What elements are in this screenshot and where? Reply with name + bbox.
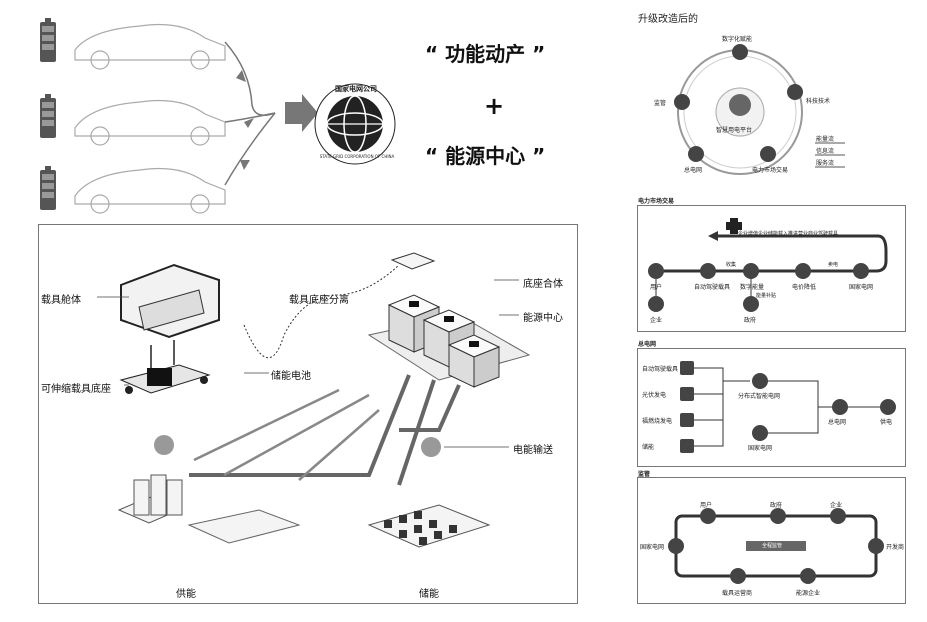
upgrade-ring-diagram: [674, 44, 845, 175]
market-node-grid: 国家电网: [849, 284, 874, 291]
label-storage: 储能: [419, 589, 439, 600]
supervision-top-user: 用户: [700, 502, 713, 509]
label-transmission: 电能输送: [513, 445, 553, 456]
logo-ring-text: STATE GRID CORPORATION OF CHINA: [319, 154, 395, 159]
upgrade-panel: 智慧用电平台 数字化赋能 科技技术 电力市场交易 总电网 监管 能量流 信息流 …: [640, 30, 905, 195]
market-flow-diagram: [648, 218, 888, 312]
market-panel-title: 电力市场交易: [638, 198, 675, 205]
energy-flow-illustration: [97, 252, 531, 548]
slogan-line2: “ 能源中心 ”: [425, 144, 546, 168]
supervision-bottom-energy: 能源企业: [796, 590, 821, 597]
grid-mid-national: 国家电网: [748, 445, 773, 452]
globe-logo-icon: [314, 83, 396, 165]
logo-top-text: 国家电网公司: [335, 85, 377, 93]
market-edge-subsidy: 能量补贴: [756, 293, 777, 299]
market-node-vehicle: 自动驾驶载具: [694, 284, 731, 291]
market-node-digital: 数字能量: [740, 284, 765, 291]
cars-illustration: [40, 18, 318, 214]
state-grid-logo: 国家电网公司 STATE GRID CORPORATION OF CHINA: [313, 82, 397, 166]
slogan-plus: +: [484, 92, 505, 120]
label-battery: 储能电池: [271, 371, 311, 382]
grid-panel: 自动驾驶载具 光伏发电 福燃烧发电 储能 分布式智能电网 国家电网 总电网 供电: [637, 348, 906, 467]
grid-source-storage: 储能: [642, 444, 655, 451]
upgrade-node-digital: 数字化赋能: [722, 36, 753, 43]
legend-info: 信息流: [816, 148, 835, 155]
label-base: 可伸缩载具底座: [41, 384, 111, 395]
market-panel: 企业增值企业储能载入推进营业商业驾驶载具 用户 自动驾驶载具 数字能量 电价降低…: [637, 205, 906, 332]
market-banner: 企业增值企业储能载入推进营业商业驾驶载具: [738, 231, 839, 237]
supervision-center: 全程监管: [762, 543, 783, 549]
upgrade-panel-title: 升级改造后的: [638, 14, 698, 25]
supervision-bottom-operator: 载具运营商: [722, 590, 753, 597]
slogan-line1: “ 功能动产 ”: [425, 42, 546, 66]
market-node-enterprise: 企业: [650, 317, 663, 324]
label-energy-center: 能源中心: [523, 313, 563, 324]
grid-panel-title: 总电网: [638, 341, 657, 348]
label-combine: 底座合体: [523, 279, 563, 290]
upgrade-node-grid: 总电网: [684, 167, 703, 174]
grid-source-solar: 光伏发电: [642, 392, 667, 399]
supervision-top-gov: 政府: [770, 502, 783, 509]
grid-source-vehicle: 自动驾驶载具: [642, 366, 679, 373]
supervision-panel: 用户 政府 企业 国家电网 开发商 载具运营商 能源企业 全程监管: [637, 477, 906, 604]
main-diagram-panel: 载具舱体 可伸缩载具底座 载具底座分离 储能电池 底座合体 能源中心 电能输送 …: [38, 224, 578, 604]
supervision-panel-title: 监管: [638, 471, 651, 478]
market-node-gov: 政府: [744, 317, 757, 324]
label-separation: 载具底座分离: [289, 295, 349, 306]
supervision-left-grid: 国家电网: [640, 544, 665, 551]
upgrade-node-supervision: 监管: [654, 100, 667, 107]
supervision-diagram: [668, 508, 884, 584]
grid-source-fuel: 福燃烧发电: [642, 418, 673, 425]
grid-right-total: 总电网: [828, 419, 847, 426]
upgrade-node-tech: 科技技术: [806, 98, 831, 105]
label-cabin: 载具舱体: [41, 295, 81, 306]
upgrade-node-market: 电力市场交易: [752, 167, 789, 174]
upgrade-center-label: 智慧用电平台: [716, 127, 753, 134]
label-supply: 供能: [176, 589, 196, 600]
market-node-price: 电价降低: [792, 284, 817, 291]
market-edge-collect: 收集: [726, 262, 737, 268]
market-edge-sell: 卖电: [828, 262, 839, 268]
grid-right-supply: 供电: [880, 419, 893, 426]
legend-service: 服务流: [816, 160, 835, 167]
supervision-right-dev: 开发商: [886, 544, 905, 551]
supervision-top-enterprise: 企业: [830, 502, 843, 509]
grid-mid-distributed: 分布式智能电网: [738, 393, 781, 400]
battery-cars-group: [30, 10, 360, 214]
legend-energy: 能量流: [816, 136, 835, 143]
market-node-user: 用户: [650, 284, 663, 291]
grid-flow-diagram: [680, 361, 896, 453]
